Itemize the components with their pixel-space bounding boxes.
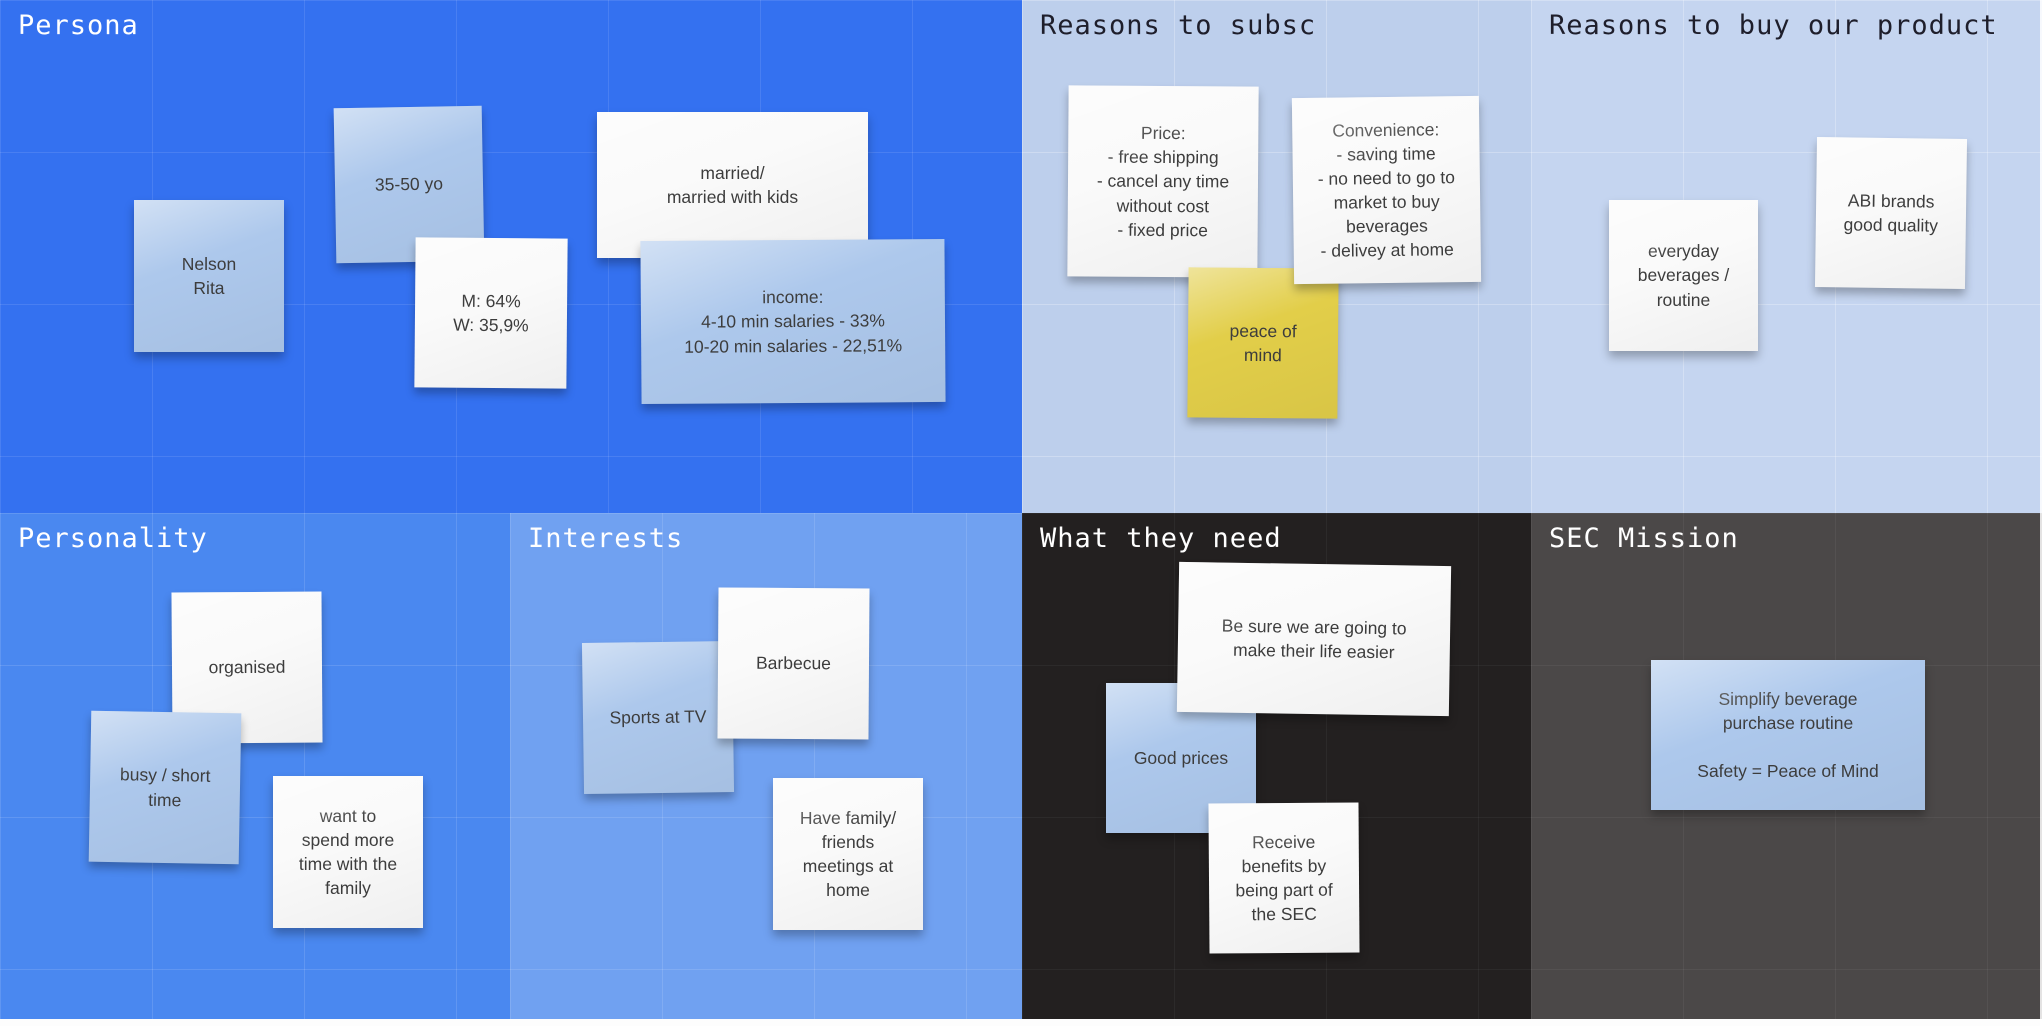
sticky-note-nelson-rita[interactable]: Nelson Rita <box>134 200 284 352</box>
sticky-note-everyday-beverages[interactable]: everyday beverages / routine <box>1609 200 1758 351</box>
sticky-note-sec-benefits[interactable]: Receive benefits by being part of the SE… <box>1208 802 1360 954</box>
sticky-note-life-easier[interactable]: Be sure we are going to make their life … <box>1176 561 1452 717</box>
sticky-note-barbecue[interactable]: Barbecue <box>717 587 870 740</box>
frame-title-reasons-to-subscribe[interactable]: Reasons to subsc <box>1040 10 1317 41</box>
sticky-note-sports-at-tv[interactable]: Sports at TV <box>581 640 735 795</box>
frame-title-interests[interactable]: Interests <box>528 523 684 554</box>
sticky-note-marital-status[interactable]: married/ married with kids <box>597 112 868 258</box>
frame-persona[interactable]: Persona <box>0 0 1022 513</box>
sticky-note-family-time[interactable]: want to spend more time with the family <box>273 776 423 928</box>
sticky-note-income[interactable]: income: 4-10 min salaries - 33% 10-20 mi… <box>640 238 946 405</box>
sticky-note-busy-short-time[interactable]: busy / short time <box>88 710 242 865</box>
canvas-right-margin <box>2040 0 2042 1026</box>
sticky-note-abi-brands[interactable]: ABI brands good quality <box>1814 136 1968 290</box>
frame-personality[interactable]: Personality <box>0 513 510 1019</box>
frame-title-personality[interactable]: Personality <box>18 523 208 554</box>
canvas-bottom-margin <box>0 1019 2042 1026</box>
sticky-note-mission[interactable]: Simplify beverage purchase routine Safet… <box>1651 660 1925 810</box>
frame-title-persona[interactable]: Persona <box>18 10 139 41</box>
sticky-note-price[interactable]: Price: - free shipping - cancel any time… <box>1067 85 1259 278</box>
sticky-note-convenience[interactable]: Convenience: - saving time - no need to … <box>1291 95 1482 285</box>
sticky-note-gender-split[interactable]: M: 64% W: 35,9% <box>414 237 568 389</box>
sticky-note-family-meetings[interactable]: Have family/ friends meetings at home <box>773 778 923 930</box>
frame-title-sec-mission[interactable]: SEC Mission <box>1549 523 1739 554</box>
frame-title-reasons-to-buy[interactable]: Reasons to buy our product <box>1549 10 1998 41</box>
sticky-note-peace-of-mind[interactable]: peace of mind <box>1187 267 1339 419</box>
frame-title-what-they-need[interactable]: What they need <box>1040 523 1282 554</box>
